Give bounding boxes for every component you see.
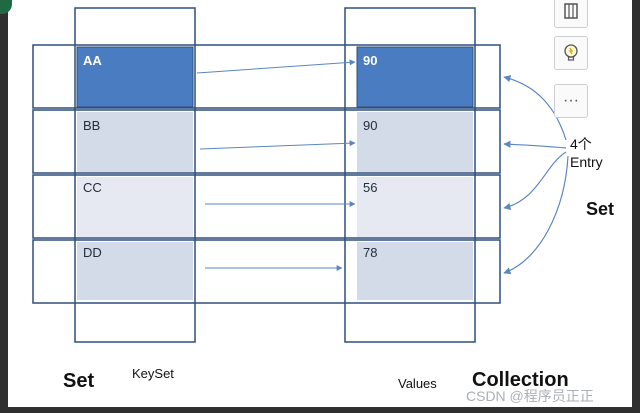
entry-count-label: 4个 Entry <box>570 135 603 171</box>
entry-count: 4个 <box>570 136 592 152</box>
value-label-4: 78 <box>363 245 378 260</box>
left-set-label: Set <box>63 370 95 392</box>
value-cell-3 <box>357 177 473 237</box>
key-label-cc: CC <box>83 180 102 195</box>
value-label-1: 90 <box>363 53 378 68</box>
arrow-bb-to-value <box>199 140 356 150</box>
watermark-text: CSDN @程序员正正 <box>466 388 594 404</box>
entry-row-aa <box>32 44 501 109</box>
window-frame-left <box>0 0 8 413</box>
entry-word: Entry <box>570 154 603 170</box>
collection-label: Collection <box>472 369 569 391</box>
key-cell-aa <box>76 46 194 108</box>
arrow-aa-to-value <box>196 59 356 74</box>
right-set-label: Set <box>586 199 615 219</box>
entry-arrow-3 <box>503 151 567 211</box>
key-label-dd: DD <box>83 245 102 260</box>
value-cell-4 <box>357 242 473 300</box>
window-frame-bottom <box>0 407 640 413</box>
entry-arrow-1 <box>503 75 567 141</box>
entry-arrow-4 <box>503 155 569 275</box>
layout-icon <box>564 3 578 19</box>
keyset-label: KeySet <box>132 366 174 381</box>
key-cell-bb <box>77 112 193 172</box>
value-cell-1 <box>356 46 474 108</box>
entry-row-cc <box>32 174 501 239</box>
values-label: Values <box>398 376 437 391</box>
entry-arrow-2 <box>503 140 567 149</box>
status-dot-icon <box>0 0 12 14</box>
ideas-button[interactable] <box>554 36 588 70</box>
entry-row-bb <box>32 109 501 174</box>
key-label-bb: BB <box>83 118 101 133</box>
key-cell-dd <box>77 242 193 300</box>
entry-row-dd <box>32 239 501 304</box>
more-icon: ··· <box>563 92 579 109</box>
lightbulb-icon <box>564 44 578 61</box>
key-label-aa: AA <box>83 53 102 68</box>
window-frame-right <box>632 0 640 413</box>
value-cell-2 <box>357 112 473 172</box>
value-label-3: 56 <box>363 180 378 195</box>
more-options-button[interactable]: ··· <box>554 84 588 118</box>
key-cell-cc <box>77 177 193 237</box>
value-label-2: 90 <box>363 118 378 133</box>
layout-button[interactable] <box>554 0 588 28</box>
